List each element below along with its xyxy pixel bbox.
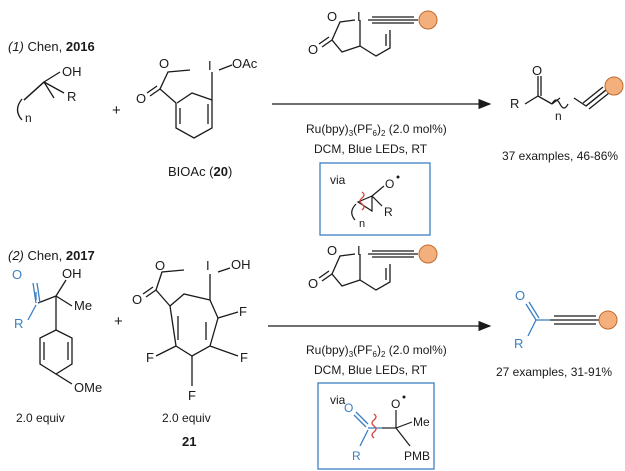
bioac-carbonyl-o: O xyxy=(136,91,146,106)
bioac-oac: OAc xyxy=(232,56,258,71)
bioac-o: O xyxy=(159,56,169,71)
via-carbonyl-2 xyxy=(353,411,382,447)
product-2-ketone xyxy=(525,301,550,337)
r21-oh: OH xyxy=(231,257,251,272)
via-radical-dot-1 xyxy=(396,175,400,179)
reaction-1-label: (1) Chen, 2016 xyxy=(8,39,95,54)
tetrafluoro-reagent xyxy=(142,267,239,386)
result-2: 27 examples, 31-91% xyxy=(496,365,612,379)
ebx1-carbonyl-o: O xyxy=(308,42,318,57)
via2-pmb: PMB xyxy=(404,449,430,463)
reaction-2-label: (2) Chen, 2017 xyxy=(8,248,95,263)
reaction-1: (1) Chen, 2016 OH R n + O I OAc O xyxy=(8,9,624,236)
via-radical-dot-2 xyxy=(402,395,406,399)
plus-1: + xyxy=(112,102,121,119)
r21-carbonyl-o: O xyxy=(132,292,142,307)
sub2-me: Me xyxy=(74,298,92,313)
reaction-2: (2) Chen, 2017 O OH Me R OMe 2.0 equiv + xyxy=(8,243,618,470)
catalyst-2: Ru(bpy)3(PF6)2 (2.0 mol%) xyxy=(306,343,447,359)
sub2-equiv: 2.0 equiv xyxy=(16,411,65,425)
via-label-2: via xyxy=(330,393,346,407)
product-1-r: R xyxy=(510,96,519,111)
sub2-r: R xyxy=(14,316,23,331)
via-radical-squiggle-2 xyxy=(371,413,377,439)
substrate-n: n xyxy=(25,111,32,125)
product-2-o: O xyxy=(515,288,525,303)
r21-f3: F xyxy=(146,350,154,365)
product-2-ball xyxy=(598,310,618,330)
bioac-name: BIOAc (20) xyxy=(168,164,232,179)
ebx-reagent-1 xyxy=(318,16,418,57)
product-1-ball xyxy=(604,76,624,96)
cyclopropanol-substrate xyxy=(16,71,65,121)
via-radical-squiggle-1 xyxy=(359,191,365,211)
via2-r: R xyxy=(352,449,361,463)
via-o-1: O xyxy=(385,177,394,191)
bioac-i: I xyxy=(208,58,212,73)
ebx2-i: I xyxy=(357,243,361,258)
r21-f2: F xyxy=(240,350,248,365)
product-1-n: n xyxy=(555,109,562,123)
ebx1-i: I xyxy=(357,9,361,24)
sub2-oh: OH xyxy=(62,266,82,281)
via2-o: O xyxy=(391,397,400,411)
product-2-r: R xyxy=(514,336,523,351)
via-label-1: via xyxy=(330,173,346,187)
plus-2: + xyxy=(114,313,123,330)
ebx2-o: O xyxy=(327,243,337,258)
conditions-2: DCM, Blue LEDs, RT xyxy=(314,363,428,377)
substrate-oh: OH xyxy=(62,64,82,79)
ketone-carbonyl xyxy=(32,282,41,304)
alkyne-ball-2 xyxy=(418,244,438,264)
via-box-2 xyxy=(317,382,435,470)
r21-i: I xyxy=(206,258,210,273)
sub2-o: O xyxy=(12,267,22,282)
result-1: 37 examples, 46-86% xyxy=(502,149,618,163)
ebx1-o: O xyxy=(327,9,337,24)
r21-f1: F xyxy=(239,304,247,319)
catalyst-1: Ru(bpy)3(PF6)2 (2.0 mol%) xyxy=(306,122,447,138)
via-n-1: n xyxy=(359,218,365,230)
substrate-r: R xyxy=(67,89,76,104)
r21-equiv: 2.0 equiv xyxy=(162,411,211,425)
alkyne-ball-1 xyxy=(418,10,438,30)
via-r-1: R xyxy=(384,205,393,219)
product-2-alkyne xyxy=(550,315,600,325)
ketone-substrate xyxy=(27,279,73,385)
ebx2-carbonyl-o: O xyxy=(308,276,318,291)
r21-o: O xyxy=(155,258,165,273)
product-1 xyxy=(524,76,610,110)
conditions-1: DCM, Blue LEDs, RT xyxy=(314,142,428,156)
bioac-reagent xyxy=(146,64,233,139)
via2-me: Me xyxy=(413,415,430,429)
r21-f4: F xyxy=(188,388,196,403)
product-1-chain-bracket xyxy=(551,99,569,109)
r21-num: 21 xyxy=(182,434,196,449)
ebx-reagent-2 xyxy=(318,250,418,291)
via-box-1 xyxy=(319,162,431,236)
via2-carbonyl-o: O xyxy=(344,401,353,415)
via-intermediate-2 xyxy=(382,410,413,447)
sub2-ome: OMe xyxy=(74,380,102,395)
via-cyclopropyl-1 xyxy=(351,185,385,221)
product-1-o: O xyxy=(532,63,542,78)
